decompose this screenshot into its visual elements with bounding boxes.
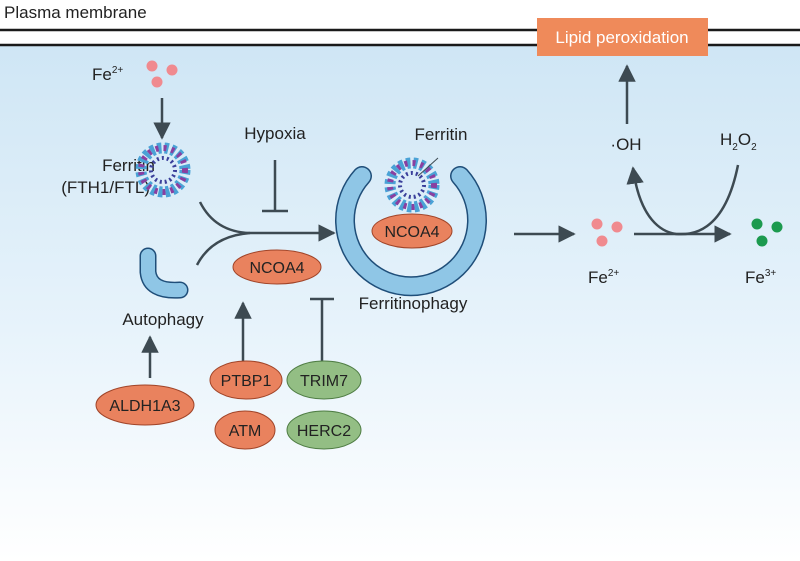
autophagosome-fragment-fill	[141, 249, 187, 298]
ferritin-center-label: Ferritin	[415, 125, 468, 144]
ferritinophagy-label: Ferritinophagy	[359, 294, 468, 313]
fe2-ion	[591, 218, 603, 230]
herc2-label: HERC2	[297, 423, 351, 440]
atm-oval	[214, 410, 276, 450]
hydroxyl-label: ·OH	[610, 135, 641, 154]
aldh1a3-label: ALDH1A3	[109, 398, 180, 415]
arrow-autophagy-converge	[195, 231, 251, 266]
aldh1a3-oval	[95, 384, 195, 426]
ptbp1-oval	[209, 360, 283, 400]
fenton-curve	[626, 164, 740, 236]
hypoxia-label: Hypoxia	[244, 124, 306, 143]
fe2-mid-label: Fe2+	[588, 268, 619, 287]
ferritin-center-pointer	[417, 157, 439, 177]
ncoa4-free-oval	[232, 249, 322, 285]
fe2-released-ions	[591, 218, 623, 247]
fe3-label: Fe3+	[745, 268, 776, 287]
ferritin-center-complex	[384, 157, 440, 213]
fe2-ion	[151, 76, 163, 88]
fe2-top-label: Fe2+	[92, 65, 123, 84]
atm-label: ATM	[229, 423, 262, 440]
ferritin-left-sublabel: (FTH1/FTL)	[61, 178, 150, 197]
ncoa4-bound-label: NCOA4	[384, 224, 439, 241]
lipid-peroxidation-label: Lipid peroxidation	[555, 28, 688, 47]
ferritin-left-complex	[135, 142, 191, 198]
fe3-ions	[751, 218, 783, 247]
fe2-ion	[166, 64, 178, 76]
trim7-oval	[286, 360, 362, 400]
herc2-oval	[286, 410, 362, 450]
fe3-ion	[771, 221, 783, 233]
fe2-ion	[596, 235, 608, 247]
ptbp1-label: PTBP1	[221, 373, 272, 390]
fe2-ion	[611, 221, 623, 233]
autophagy-label: Autophagy	[122, 310, 204, 329]
ncoa4-free-label: NCOA4	[249, 260, 304, 277]
fe3-ion	[756, 235, 768, 247]
fe3-ion	[751, 218, 763, 230]
trim7-label: TRIM7	[300, 373, 348, 390]
plasma-membrane-label: Plasma membrane	[4, 3, 147, 22]
fe2-top-ions	[146, 60, 178, 88]
h2o2-label: H2O2	[720, 130, 757, 153]
ncoa4-bound-oval	[371, 213, 453, 249]
lipid-peroxidation-box	[537, 18, 708, 56]
cytoplasm-background	[0, 46, 800, 561]
fe2-ion	[146, 60, 158, 72]
ferritinophagy-autophagosome	[336, 167, 486, 295]
